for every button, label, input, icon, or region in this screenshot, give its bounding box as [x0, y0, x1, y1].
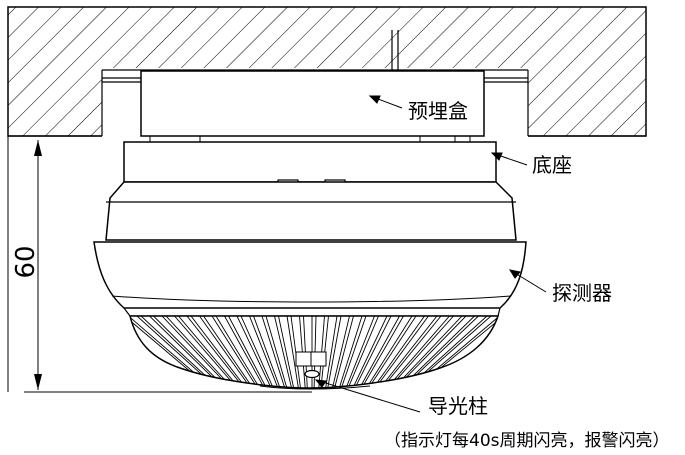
embedded-box [102, 30, 528, 137]
dome-rib [203, 316, 256, 388]
dome-rib [215, 316, 263, 388]
dome-rib [174, 316, 241, 388]
dome-rib [346, 316, 379, 388]
dome-rib [378, 316, 442, 388]
dome-rib [383, 316, 450, 388]
light-pipe-label: 导光柱 [428, 394, 488, 418]
dome-rib [359, 316, 404, 388]
dome-rib [190, 316, 250, 388]
dome-rib [286, 316, 300, 388]
embedded-box-label: 预埋盒 [408, 99, 468, 123]
dome-rib [274, 316, 293, 388]
detector-label: 探测器 [552, 281, 612, 305]
dome-rib [211, 316, 261, 388]
dome-rib [331, 316, 350, 388]
dome-rib [326, 316, 342, 388]
dome-rib [370, 316, 425, 388]
dome-rib [265, 316, 289, 388]
dome-rib [357, 316, 400, 388]
leader-lines [314, 95, 547, 413]
dome-rib [372, 316, 429, 388]
dome-rib [339, 316, 367, 388]
light-pipe [259, 369, 371, 390]
dimension-label: 60 [11, 245, 41, 278]
dome-rib [376, 316, 438, 388]
dome-rib [240, 316, 276, 388]
height-dimension: 60 [7, 136, 312, 393]
dome-rib [350, 316, 388, 388]
base-label: 底座 [532, 153, 572, 177]
detector-body [93, 181, 527, 317]
dome-rib [333, 316, 354, 388]
dome-rib [337, 316, 363, 388]
dome-rib [253, 316, 282, 388]
note-label: （指示灯每40s周期闪亮，报警闪亮） [384, 431, 670, 451]
dome-rib [249, 316, 280, 388]
dome-rib [186, 316, 248, 388]
dome-rib [228, 316, 269, 388]
detector-dome [129, 315, 500, 389]
dome-rib [178, 316, 243, 388]
dome-rib [278, 316, 295, 388]
dome-rib [365, 316, 417, 388]
dome-rib [224, 316, 267, 388]
dome-rib [352, 316, 392, 388]
dome-rib [324, 316, 338, 388]
dome-rib [363, 316, 413, 388]
dome-rib [199, 316, 254, 388]
dome-rib [236, 316, 274, 388]
dome-rib [344, 316, 375, 388]
dome-rib [261, 316, 287, 388]
